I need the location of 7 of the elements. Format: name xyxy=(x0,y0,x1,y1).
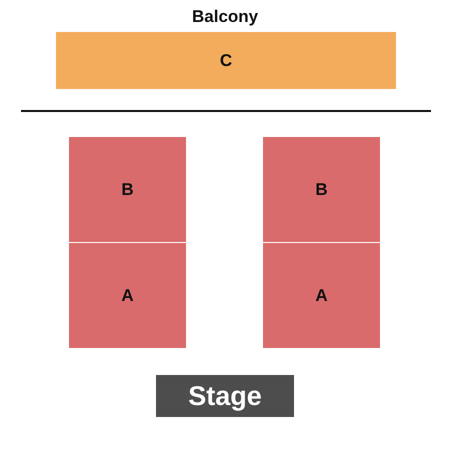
seating-section: A xyxy=(69,243,186,348)
balcony-section: C xyxy=(56,32,396,89)
seating-section: B xyxy=(263,137,380,242)
stage-block: Stage xyxy=(156,375,294,417)
section-heading: Balcony xyxy=(192,7,258,27)
seating-section: A xyxy=(263,243,380,348)
seating-section: B xyxy=(69,137,186,242)
